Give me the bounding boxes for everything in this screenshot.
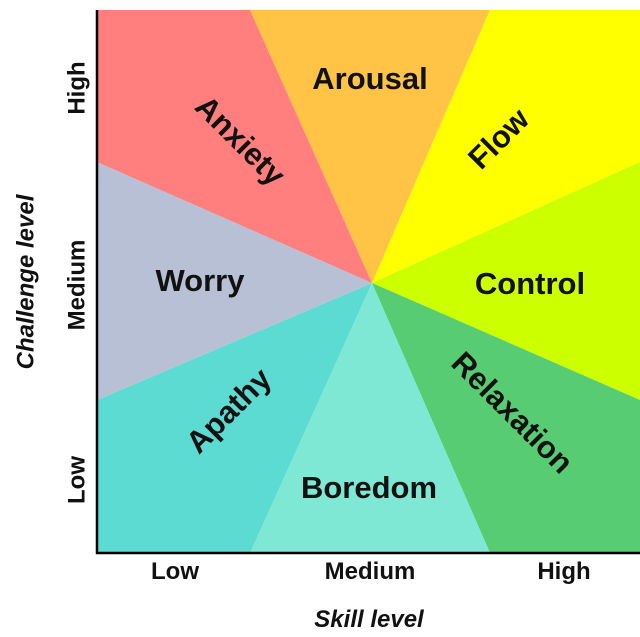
region-label-boredom: Boredom <box>301 470 437 505</box>
y-tick-medium: Medium <box>63 240 90 331</box>
region-relaxation <box>372 283 640 553</box>
region-boredom <box>250 283 490 553</box>
region-apathy <box>97 283 372 553</box>
region-control <box>372 162 640 400</box>
region-flow <box>372 10 640 283</box>
region-arousal <box>250 10 490 283</box>
region-label-worry: Worry <box>155 263 245 298</box>
x-axis-title: Skill level <box>314 606 425 633</box>
region-worry <box>97 162 372 400</box>
region-anxiety <box>97 10 372 283</box>
y-tick-high: High <box>63 61 90 114</box>
x-tick-high: High <box>537 558 590 585</box>
region-label-control: Control <box>475 266 585 301</box>
x-tick-medium: Medium <box>325 558 416 585</box>
x-tick-low: Low <box>151 558 199 585</box>
y-tick-low: Low <box>63 456 90 504</box>
region-label-arousal: Arousal <box>312 61 427 96</box>
y-axis-title: Challenge level <box>12 193 39 369</box>
